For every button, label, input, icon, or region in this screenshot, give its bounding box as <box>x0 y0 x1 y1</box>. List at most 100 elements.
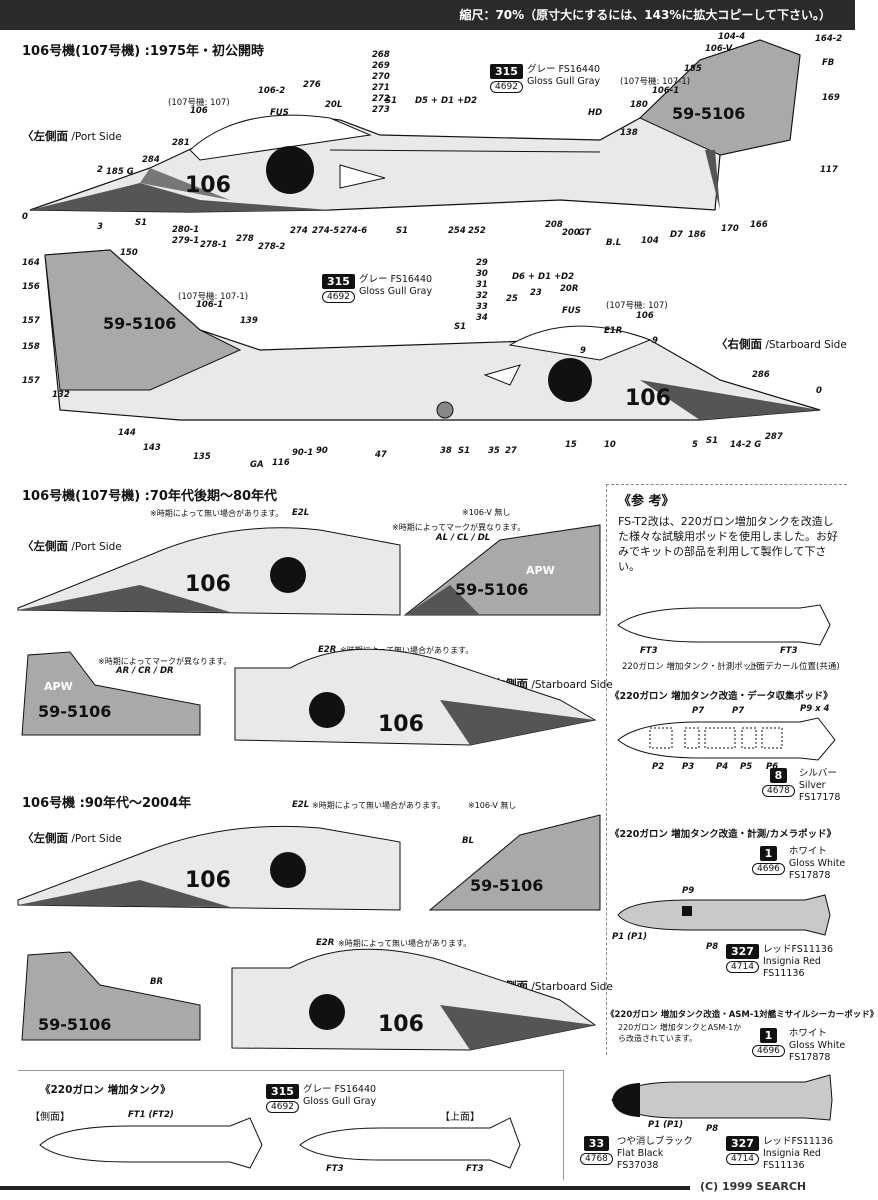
label: 166 <box>750 220 768 230</box>
label: 269 <box>372 61 390 71</box>
label: 47 <box>375 450 387 460</box>
divider <box>563 1070 564 1180</box>
note-mark-2: ※時期によってマークが異なります。 <box>98 657 232 666</box>
label: 157 <box>22 316 40 326</box>
nose-number-1: 106 <box>185 173 231 198</box>
pod1-label: P3 <box>682 762 695 772</box>
nose-number-4: 106 <box>378 712 424 737</box>
label: 280-1 <box>172 225 200 235</box>
pod1-label: P7 <box>692 706 705 716</box>
label: 27 <box>505 446 517 456</box>
pod3-label: P1 (P1) <box>648 1120 684 1130</box>
label: 5 <box>692 440 698 450</box>
label-bl: BL <box>462 836 474 846</box>
label: 180 <box>630 100 648 110</box>
label: 116 <box>272 458 290 468</box>
tail-number-4: 59-5106 <box>38 702 112 721</box>
label: 90 <box>316 446 328 456</box>
pod-data-collection <box>617 717 836 761</box>
nose-number-6: 106 <box>378 1012 424 1037</box>
label: FUS <box>562 306 581 316</box>
pod2-title: 《220ガロン 増加タンク改造・計測/カメラポッド》 <box>610 829 837 840</box>
label: 252 <box>468 226 486 236</box>
tank-top-label: 【上面】 <box>440 1112 480 1123</box>
aircraft-port-1975 <box>29 39 801 213</box>
label: 34 <box>476 313 488 323</box>
label: 90-1 <box>292 448 314 458</box>
label: 23 <box>530 288 542 298</box>
label: 20R <box>560 284 579 294</box>
tail-codes-2: AR / CR / DR <box>116 666 174 676</box>
label: 135 <box>193 452 211 462</box>
label: 185 <box>684 64 702 74</box>
label: 287 <box>765 432 783 442</box>
label: 164 <box>22 258 40 268</box>
label: 278-1 <box>200 240 228 250</box>
pod1-label: P2 <box>652 762 665 772</box>
label: 281 <box>172 138 190 148</box>
label: 29 <box>476 258 488 268</box>
tail-codes-1: AL / CL / DL <box>436 533 491 543</box>
tail-number-6: 59-5106 <box>38 1015 112 1034</box>
label: 104-4 <box>718 32 746 42</box>
label: 278 <box>236 234 254 244</box>
label: 150 <box>120 248 138 258</box>
reference-text: FS-T2改は、220ガロン増加タンクを改造した様々な試験用ポッドを使用しました… <box>618 515 838 573</box>
nose-number-3: 106 <box>185 572 231 597</box>
label: 106 <box>636 311 654 321</box>
label: 3 <box>97 222 103 232</box>
label: 170 <box>721 224 739 234</box>
label: 10 <box>604 440 616 450</box>
label: 33 <box>476 302 488 312</box>
drop-tank-drawings <box>39 1117 521 1169</box>
label: 143 <box>143 443 161 453</box>
label: FB <box>822 58 835 68</box>
label: 25 <box>506 294 518 304</box>
label: 284 <box>142 155 160 165</box>
pod1-title: 《220ガロン 増加タンク改造・データ収集ポッド》 <box>610 691 833 702</box>
divider <box>18 1070 563 1071</box>
label: 106-V <box>705 44 733 54</box>
label: 15 <box>565 440 577 450</box>
tail-number-2: 59-5106 <box>103 314 177 333</box>
label: S1 <box>385 96 398 106</box>
label: HD <box>588 108 603 118</box>
label-e2l-2: E2L <box>292 800 310 810</box>
watermark: (C) 1999 SEARCH <box>700 1180 807 1193</box>
label: 30 <box>476 269 488 279</box>
label: 276 <box>303 80 321 90</box>
label: S1 <box>396 226 409 236</box>
label: (107号機: 107-1) <box>178 292 249 302</box>
label: GT <box>578 228 591 238</box>
canopy-starboard <box>508 325 652 361</box>
tail-gray-starboard <box>44 249 242 391</box>
label: 144 <box>118 428 136 438</box>
pod0-ft3b: FT3 <box>780 646 798 656</box>
label: (107号機: 107) <box>168 98 230 108</box>
label: 9 <box>580 346 586 356</box>
label: 272 <box>372 94 390 104</box>
pod1-label: P6 <box>766 762 779 772</box>
label: S1 <box>706 436 719 446</box>
label: 31 <box>476 280 488 290</box>
scale-note: 縮尺：70%（原寸大にするには、143%に拡大コピーして下さい。） <box>459 8 831 22</box>
pod1-label: P7 <box>732 706 745 716</box>
label: 268 <box>372 50 390 60</box>
apw-mark-1: APW <box>526 564 555 577</box>
tank-ft3a: FT3 <box>326 1164 344 1174</box>
label-e2l-1: E2L <box>292 508 310 518</box>
note-mark-1: ※時期によってマークが異なります。 <box>392 523 526 532</box>
aircraft-partial-views-2 <box>17 524 601 746</box>
label: 286 <box>752 370 770 380</box>
hinomaru-port <box>266 146 314 194</box>
label: 132 <box>52 390 70 400</box>
tank-title: 《220ガロン 増加タンク》 <box>40 1084 171 1096</box>
label: 273 <box>372 105 390 115</box>
section-title-90s: 106号機 :90年代〜2004年 <box>22 796 192 811</box>
port-side-label-3: 〈左側面 /Port Side <box>22 831 122 845</box>
